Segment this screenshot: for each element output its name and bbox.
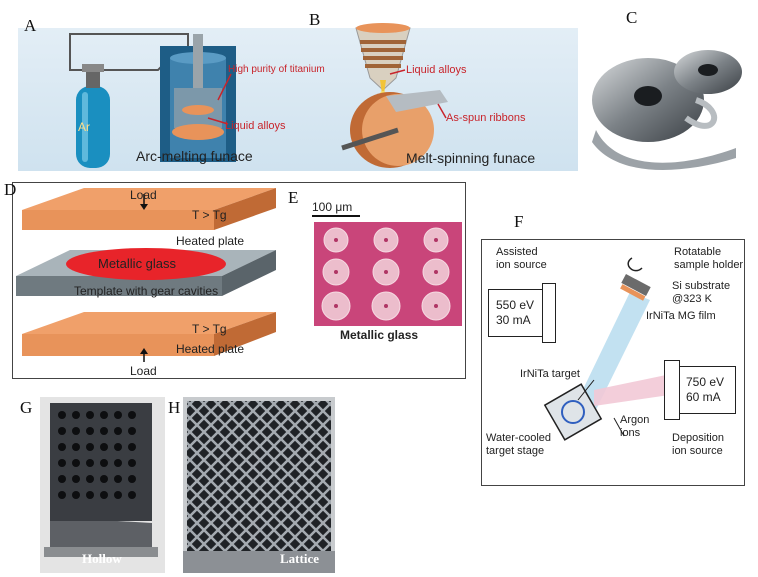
ribbon-coil-large-hole (634, 86, 662, 106)
gas-tube (69, 33, 189, 71)
panel-d-frame (12, 182, 466, 379)
melt-spinning-diagram (341, 23, 448, 168)
panel-letter-a: A (24, 16, 37, 35)
induction-coil-4 (365, 64, 401, 68)
hollow-block-side (50, 517, 152, 555)
spun-ribbon (386, 90, 448, 112)
crucible-base (172, 124, 224, 140)
label-argon-ions: Argon ions (620, 414, 650, 439)
label-as-spun-ribbons: As-spun ribbons (446, 112, 526, 124)
wheel-axle (341, 127, 399, 151)
cylinder-highlight (82, 92, 88, 162)
label-assisted-values: 550 eV 30 mA (496, 298, 535, 327)
metallic-glass-disk (66, 248, 226, 280)
top-plate-side (214, 188, 276, 230)
gear-array-micrograph (314, 222, 462, 326)
label-temp-bottom: T > Tg (192, 322, 227, 336)
bottom-plate-top (22, 312, 276, 334)
label-load-top: Load (130, 188, 157, 202)
label-target-stage: Water-cooled target stage (486, 432, 552, 457)
rotation-arrow (627, 257, 643, 272)
ribbon-strip (592, 130, 736, 170)
panel-letter-h: H (168, 398, 181, 417)
arc-melting-diagram (69, 33, 236, 168)
electrode (193, 34, 203, 90)
panel-letter-f: F (514, 212, 524, 231)
panel-letter-e: E (288, 188, 299, 207)
caption-arc-melting: Arc-melting funace (136, 148, 253, 164)
deposition-ion-source-box (678, 366, 736, 414)
deposition-ion-source-cap (664, 360, 680, 420)
label-heated-plate-bottom: Heated plate (176, 342, 245, 356)
hollow-base (44, 547, 158, 557)
cylinder-valve (86, 72, 100, 88)
cylinder-regulator (82, 64, 104, 72)
melt-drop (380, 80, 386, 94)
bottom-plate-side (214, 312, 276, 356)
nozzle-top (356, 23, 410, 33)
load-arrow-up (140, 348, 148, 354)
panel-letter-d: D (4, 180, 17, 199)
label-liquid-alloys-b: Liquid alloys (406, 64, 467, 76)
label-heated-plate-top: Heated plate (176, 234, 245, 248)
label-metallic-glass: Metallic glass (98, 256, 177, 271)
load-arrow-down (140, 204, 148, 210)
label-template: Template with gear cavities (74, 284, 219, 298)
induction-coil-3 (363, 56, 403, 60)
panel-ab-background (18, 28, 578, 171)
label-assisted-ion-source: Assisted ion source (496, 246, 547, 271)
scale-bar (312, 215, 360, 217)
scale-bar-label: 100 μm (312, 200, 353, 214)
panel-letter-c: C (626, 8, 638, 27)
template-front (16, 276, 222, 296)
hollow-lattice-photo (40, 397, 165, 573)
ribbon-coil-small-hole (698, 64, 718, 76)
label-rotatable-holder: Rotatable sample holder (674, 246, 744, 271)
label-si-substrate: Si substrate @323 K (672, 280, 731, 305)
top-plate-front (22, 210, 214, 230)
caption-lattice: Lattice (280, 551, 319, 566)
target-stage (543, 383, 603, 441)
label-liquid-alloys-a: Liquid alloys (225, 120, 286, 132)
liquid-alloy (182, 105, 214, 115)
caption-metallic-glass-e: Metallic glass (340, 328, 419, 342)
ribbon-loop (684, 97, 717, 129)
label-deposition-source: Deposition ion source (672, 432, 724, 457)
panel-letter-g: G (20, 398, 33, 417)
label-high-purity-titanium: High purity of titanium (228, 64, 325, 75)
assisted-ion-source-cap (542, 283, 556, 343)
induction-coil-1 (360, 40, 406, 44)
ribbon-coils-photo (592, 50, 742, 170)
assisted-ion-beam (574, 292, 650, 418)
label-deposition-values: 750 eV 60 mA (686, 375, 725, 404)
label-target: IrNiTa target (520, 368, 580, 380)
lattice-block (187, 401, 331, 551)
lattice-structure-photo (183, 397, 335, 573)
thermoplastic-forming-diagram (16, 188, 276, 362)
label-load-bottom: Load (130, 364, 157, 378)
induction-coil-2 (361, 48, 405, 52)
top-plate-top (22, 188, 276, 210)
label-film: IrNiTa MG film (646, 310, 716, 322)
label-argon: Ar (78, 120, 90, 134)
target-rotation-icon (561, 400, 585, 424)
panel-letter-b: B (309, 10, 321, 29)
caption-melt-spinning: Melt-spinning funace (406, 150, 536, 166)
bottom-plate-front (22, 334, 214, 356)
label-temp-top: T > Tg (192, 208, 227, 222)
panel-f-frame (481, 239, 745, 486)
assisted-ion-source-box (488, 289, 544, 337)
sample-holder (621, 274, 651, 296)
template-side (222, 250, 276, 296)
si-substrate (620, 284, 646, 301)
lattice-base (183, 551, 335, 573)
caption-hollow: Hollow (82, 551, 122, 566)
